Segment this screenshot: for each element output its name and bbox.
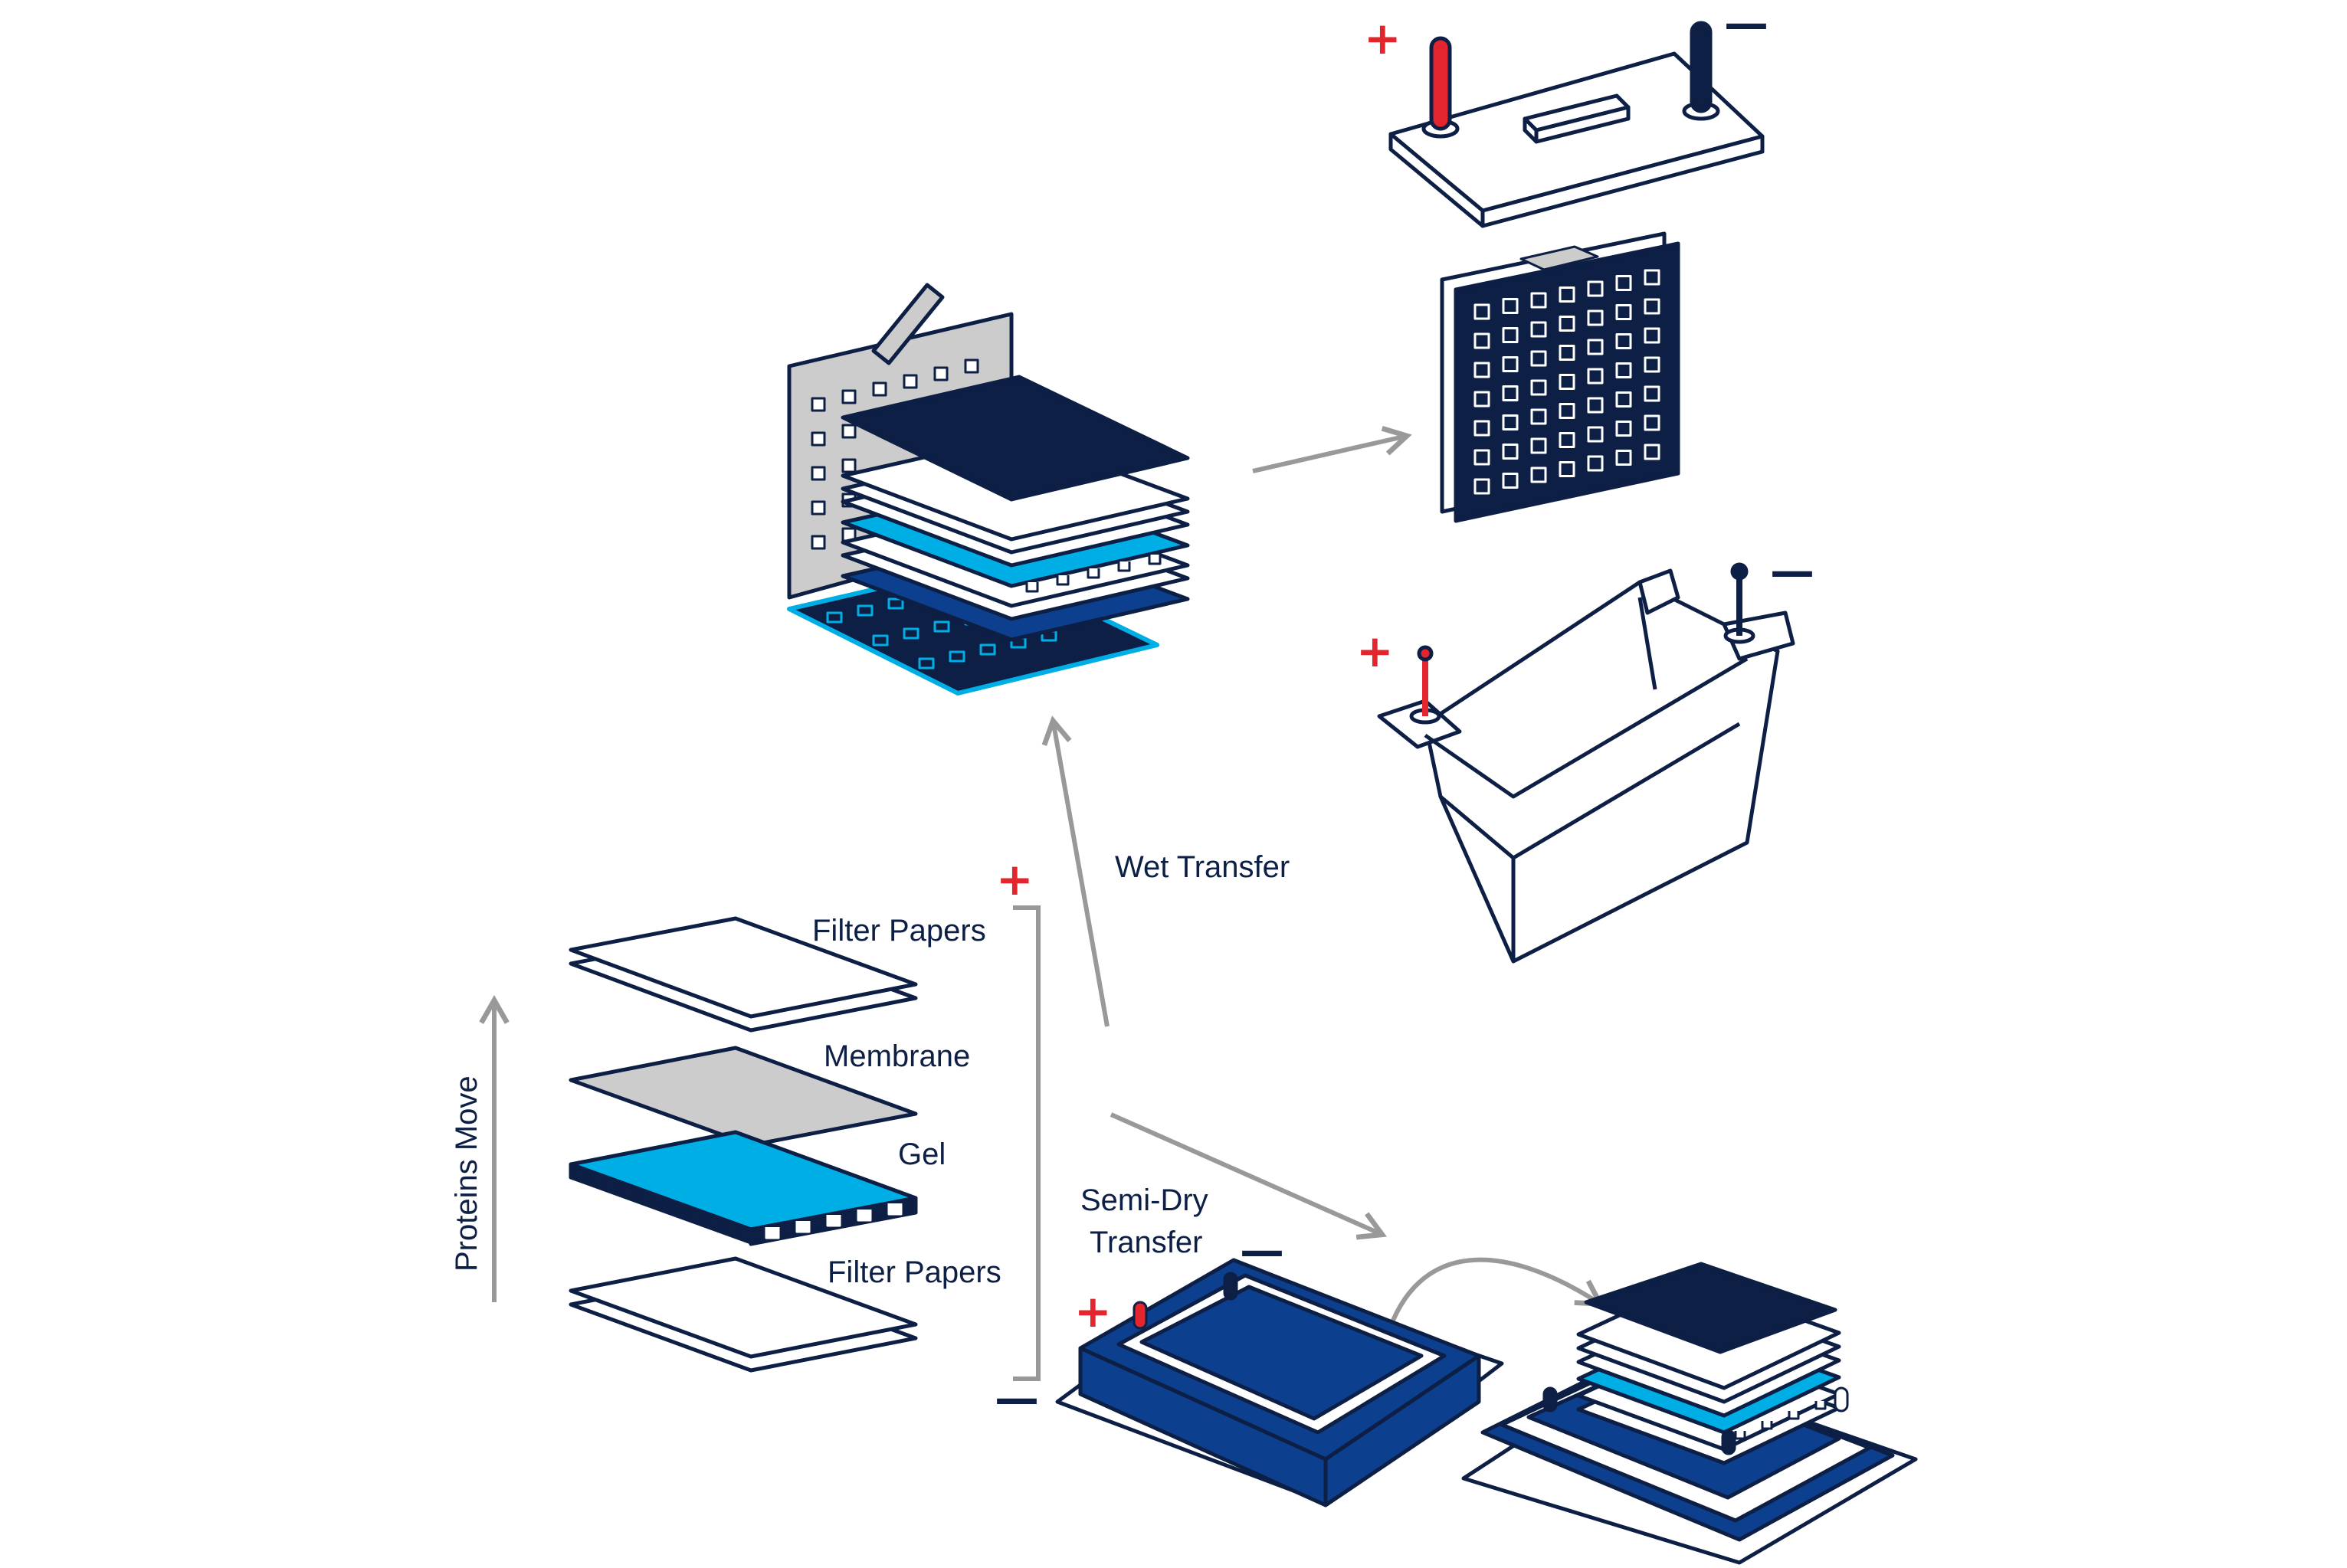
- cassette-opening: [1644, 269, 1660, 286]
- cassette-opening: [1473, 449, 1490, 466]
- label-proteins-move: Proteins Move: [450, 1075, 483, 1272]
- cassette-opening: [1644, 414, 1660, 431]
- plus-sign-tank: +: [1356, 625, 1394, 677]
- cassette-opening: [1559, 374, 1575, 390]
- plus-sign-stack: +: [996, 853, 1034, 905]
- cassette-opening: [1559, 345, 1575, 361]
- tank-lid: [1388, 21, 1765, 228]
- cassette-opening: [1473, 332, 1490, 349]
- cassette-opening: [1502, 298, 1519, 314]
- cassette-opening: [1644, 327, 1660, 344]
- cassette-opening: [1559, 316, 1575, 332]
- cassette-opening: [1615, 391, 1632, 408]
- transfer-cassette-assembly: [787, 283, 1190, 696]
- cassette-opening: [1587, 397, 1604, 414]
- label-filter-papers-top: Filter Papers: [812, 914, 986, 948]
- plus-sign-semidry: +: [1074, 1285, 1112, 1337]
- cassette-opening: [1615, 362, 1632, 378]
- cassette-opening: [1530, 379, 1547, 396]
- minus-sign-semidry: —: [1240, 1224, 1284, 1276]
- cassette-opening: [1644, 444, 1660, 460]
- stack-placement-arrow: [1385, 1257, 1605, 1337]
- wet-transfer-arrow: [1041, 715, 1110, 1027]
- cassette-opening: [1502, 414, 1519, 430]
- cassette-opening: [1644, 356, 1660, 373]
- cassette-opening: [1559, 403, 1575, 419]
- plus-sign-lid: +: [1364, 12, 1401, 64]
- polarity-bracket: [1013, 905, 1041, 1381]
- closed-cassette: [1440, 231, 1680, 523]
- minus-sign-stack: —: [995, 1372, 1039, 1424]
- cassette-opening: [1530, 408, 1547, 425]
- gel-sheet: [569, 1130, 918, 1246]
- cassette-opening: [1559, 432, 1575, 448]
- label-gel: Gel: [898, 1138, 946, 1171]
- semi-dry-arrow: [1110, 1112, 1388, 1240]
- label-filter-papers-bottom: Filter Papers: [828, 1255, 1001, 1289]
- cassette-opening: [1615, 275, 1632, 291]
- cassette-opening: [1502, 356, 1519, 372]
- cassette-opening: [1473, 478, 1490, 495]
- filter-paper-top-sheets: [569, 916, 918, 1033]
- label-semi-dry-line1: Semi-Dry: [1080, 1183, 1208, 1217]
- cassette-opening: [1615, 304, 1632, 320]
- label-wet-transfer: Wet Transfer: [1115, 850, 1290, 884]
- semi-dry-base-empty: [1055, 1258, 1504, 1507]
- cassette-opening: [1530, 292, 1547, 309]
- cassette-opening: [1587, 455, 1604, 472]
- cassette-opening: [1502, 473, 1519, 489]
- exploded-sandwich-stack: [569, 916, 918, 1373]
- cassette-opening: [1473, 391, 1490, 408]
- cassette-opening: [1502, 444, 1519, 460]
- cassette-opening: [1530, 466, 1547, 483]
- cassette-opening: [1587, 309, 1604, 326]
- cassette-opening: [1473, 420, 1490, 437]
- cassette-arrow: [1252, 426, 1412, 473]
- cassette-opening: [1615, 450, 1632, 466]
- cassette-opening: [1559, 286, 1575, 303]
- cassette-opening: [1530, 350, 1547, 367]
- cassette-opening: [1615, 421, 1632, 437]
- cassette-opening: [1473, 303, 1490, 320]
- cassette-opening: [1530, 321, 1547, 338]
- cassette-opening: [1559, 461, 1575, 477]
- cassette-opening: [1644, 385, 1660, 402]
- transfer-tank: [1377, 562, 1795, 964]
- membrane-sheet: [569, 1046, 918, 1147]
- minus-sign-tank: —: [1770, 545, 1814, 597]
- label-membrane: Membrane: [824, 1039, 970, 1073]
- cassette-opening: [1587, 280, 1604, 297]
- cassette-opening: [1615, 333, 1632, 349]
- cassette-opening: [1530, 437, 1547, 454]
- cassette-opening: [1587, 426, 1604, 443]
- label-semi-dry-line2: Transfer: [1090, 1226, 1202, 1259]
- minus-sign-lid: —: [1724, 0, 1768, 49]
- cassette-opening: [1502, 385, 1519, 401]
- filter-paper-bottom-sheets: [569, 1256, 918, 1373]
- semi-dry-base-loaded: [1461, 1262, 1918, 1565]
- cassette-opening: [1473, 362, 1490, 378]
- cassette-opening: [1587, 339, 1604, 355]
- cassette-opening: [1587, 368, 1604, 385]
- cassette-opening: [1644, 298, 1660, 315]
- cassette-opening: [1502, 327, 1519, 343]
